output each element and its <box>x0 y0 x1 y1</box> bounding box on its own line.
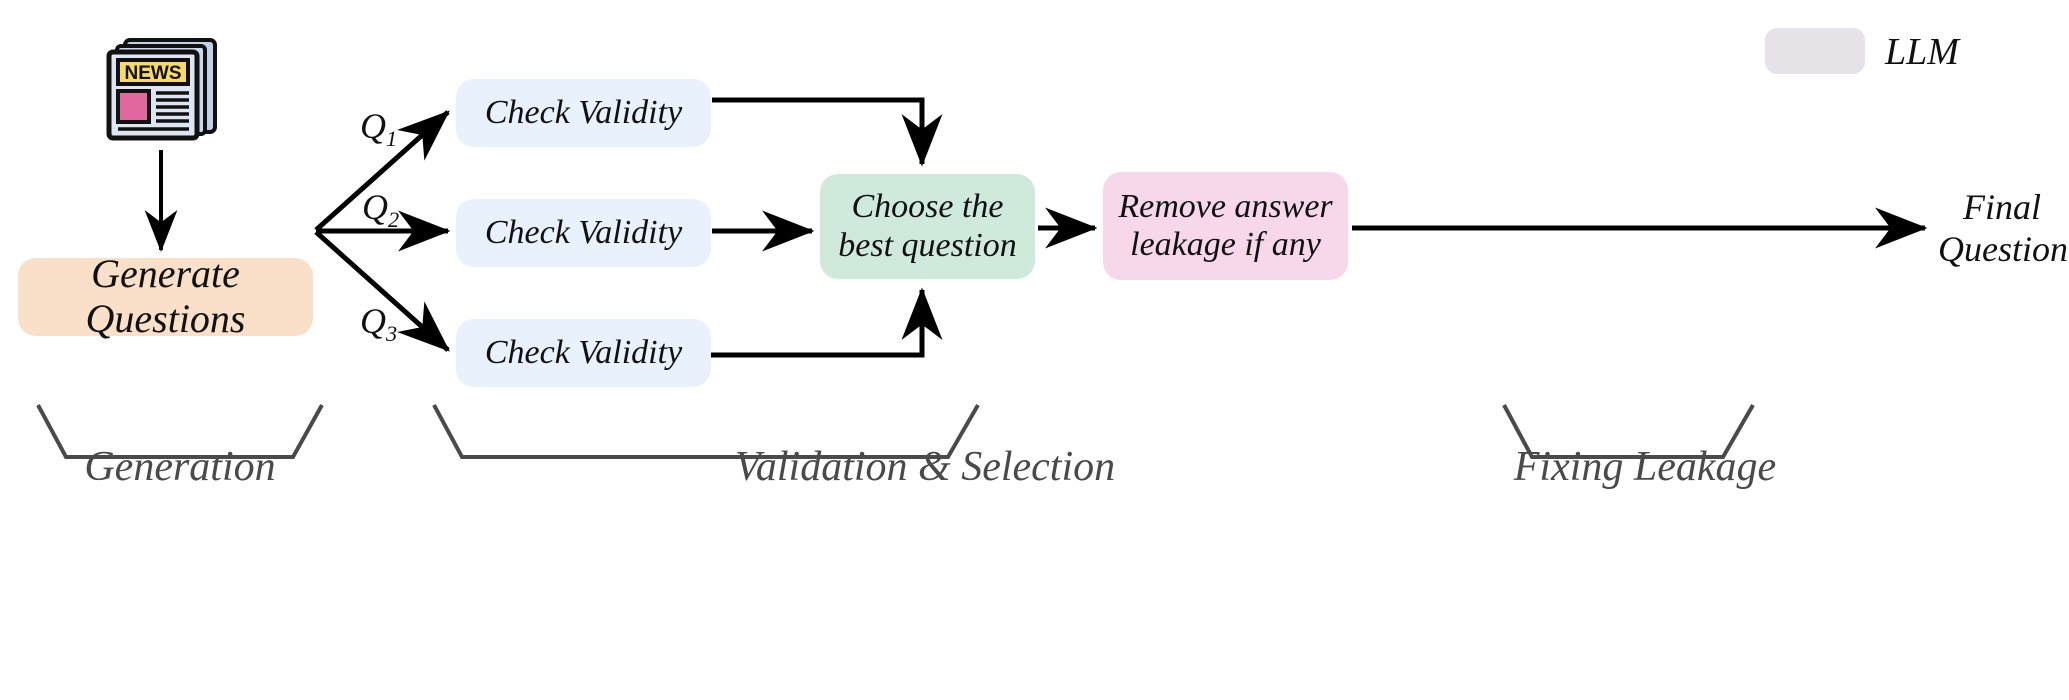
node-remove-line-2: leakage if any <box>1130 226 1321 263</box>
edge-label-q3-base: Q <box>360 301 386 341</box>
legend-llm-label: LLM <box>1885 31 1959 73</box>
legend-llm-swatch <box>1765 28 1865 74</box>
edge-label-q1-base: Q <box>360 106 386 146</box>
edge-check3-to-choose <box>706 287 943 358</box>
edge-check1-to-choose <box>712 97 943 167</box>
node-check-validity-1-label: Check Validity <box>484 93 683 131</box>
node-final-question-line-1: Final <box>1963 187 2041 227</box>
node-check-validity-2-label: Check Validity <box>484 213 683 251</box>
edge-label-q1-subscript: 1 <box>386 126 398 152</box>
newspaper-icon: NEWS <box>106 38 217 141</box>
node-remove-answer-leakage-text: Remove answer leakage if any <box>1118 188 1332 264</box>
node-check-validity-2[interactable]: Check Validity <box>456 199 711 267</box>
node-generate-questions-label: Generate Questions <box>85 251 246 341</box>
node-check-validity-3[interactable]: Check Validity <box>456 319 711 387</box>
node-choose-line-2: best question <box>838 226 1017 264</box>
node-remove-answer-leakage[interactable]: Remove answer leakage if any <box>1103 172 1348 280</box>
edge-label-q2-base: Q <box>362 187 388 227</box>
edge-label-q2-subscript: 2 <box>388 207 400 233</box>
svg-text:NEWS: NEWS <box>125 63 182 84</box>
edge-label-q1: Q1 <box>360 105 397 152</box>
phase-label-fixing-leakage: Fixing Leakage <box>1513 444 1777 490</box>
node-choose-best-question[interactable]: Choose the best question <box>820 174 1035 279</box>
node-final-question-line-2: Question <box>1938 229 2068 270</box>
node-check-validity-3-label: Check Validity <box>484 333 683 371</box>
node-choose-line-1: Choose the <box>851 188 1004 226</box>
edge-label-q3-subscript: 3 <box>386 321 398 347</box>
phase-label-validation-selection: Validation & Selection <box>734 444 1116 490</box>
edge-label-q2: Q2 <box>362 186 399 233</box>
node-check-validity-1[interactable]: Check Validity <box>456 79 711 147</box>
node-remove-line-1: Remove answer <box>1118 187 1333 225</box>
node-choose-best-question-text: Choose the best question <box>838 188 1016 264</box>
phase-label-generation: Generation <box>84 444 276 490</box>
node-generate-questions[interactable]: Generate Questions <box>18 251 313 341</box>
edge-label-q3: Q3 <box>360 300 397 347</box>
node-final-question: Final Question <box>1938 186 2068 271</box>
